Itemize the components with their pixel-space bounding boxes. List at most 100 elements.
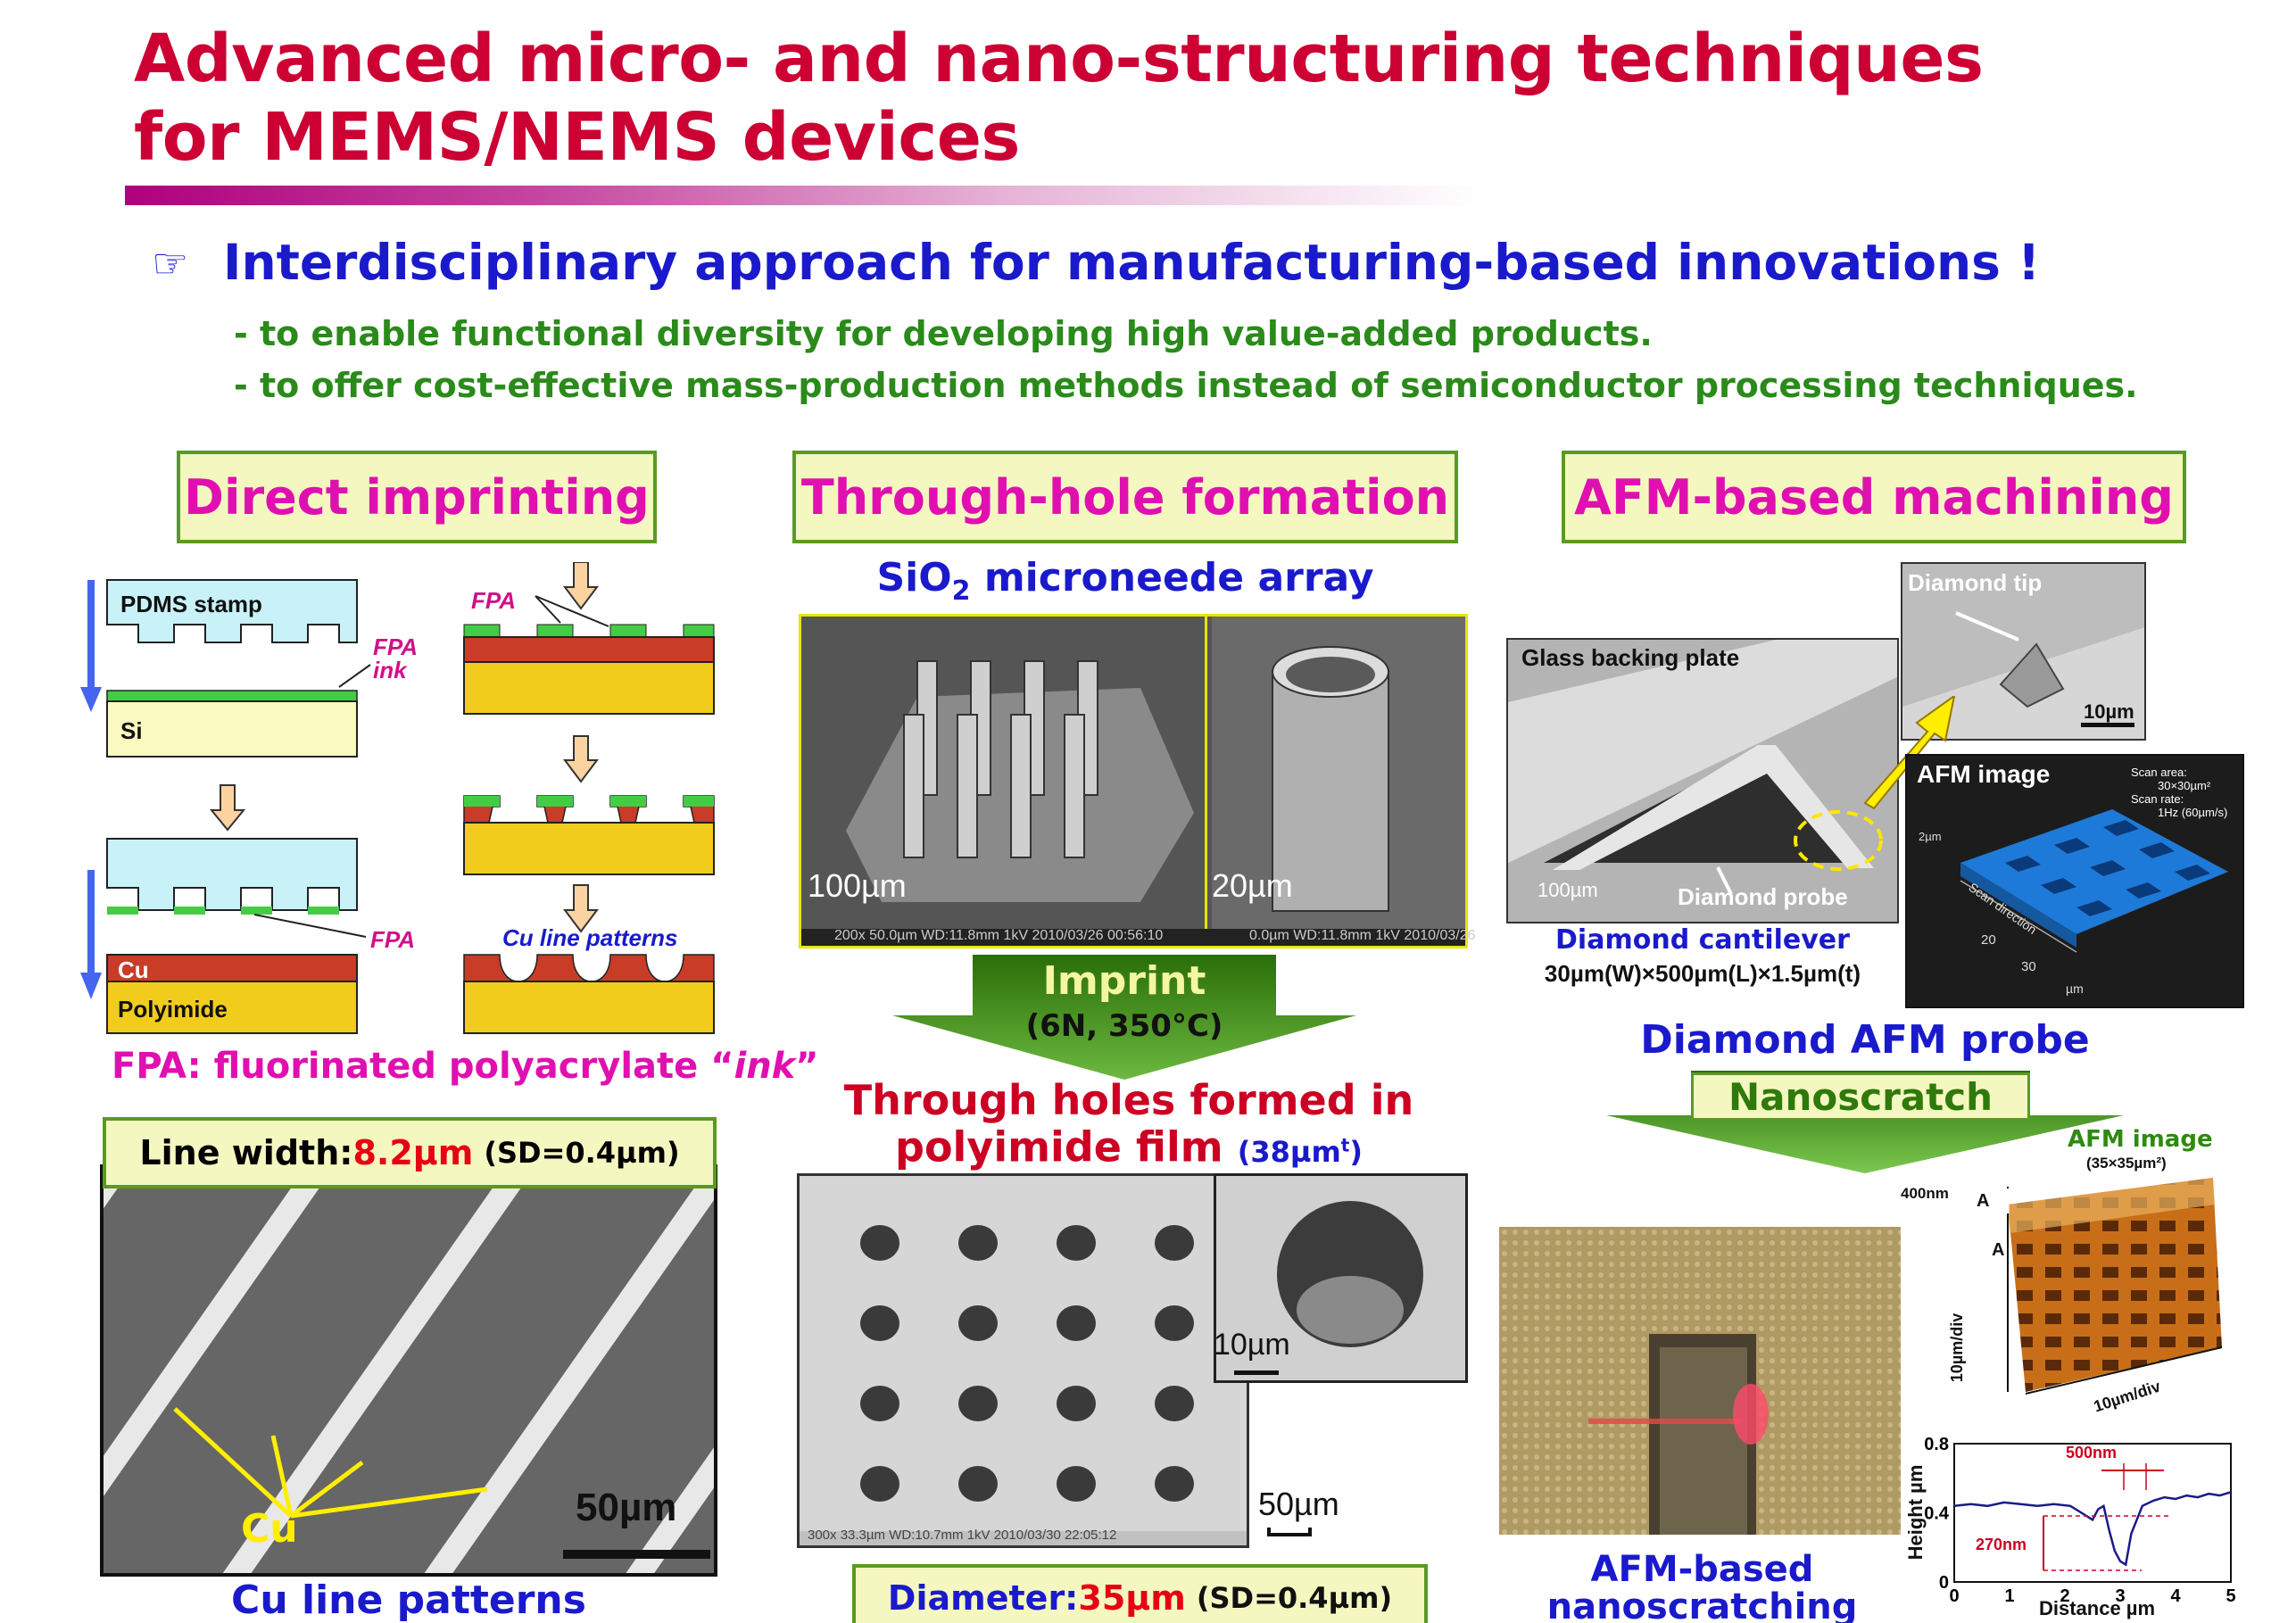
afm-div-y: 10µm/div <box>1948 1312 1967 1383</box>
nanoscratch-optical-image <box>1499 1227 1901 1535</box>
y-tick-label: 0 <box>1939 1573 1949 1593</box>
label-cu: Cu <box>118 956 149 983</box>
afm-400nm: 400nm <box>1901 1185 1949 1202</box>
x-tick-label: 0 <box>1949 1586 1959 1606</box>
holes-scale-bar <box>1267 1528 1312 1536</box>
heading-through-hole: Through-hole formation <box>792 451 1458 543</box>
fpa-note: FPA: fluorinated polyacrylate “ink” <box>112 1046 819 1087</box>
afm-z-label: 2µm <box>1919 830 1942 843</box>
cantilever-sem-image <box>1506 638 1899 923</box>
microneedle-drawing <box>801 617 1465 946</box>
blue-arrow-down-1 <box>80 580 102 712</box>
x-tick-label: 4 <box>2170 1586 2181 1606</box>
polyimide-layer <box>106 981 358 1034</box>
chart-ylabel: Height µm <box>1904 1465 1927 1561</box>
line-width-box: Line width: 8.2µm (SD=0.4µm) <box>103 1117 717 1188</box>
process-arrow-top <box>563 562 599 610</box>
chart-plot-area <box>1953 1443 2232 1583</box>
y-tick-label: 0.8 <box>1924 1435 1949 1454</box>
afm-3d-drawing <box>1907 756 2242 1006</box>
cu-lines-sem-image <box>100 1164 717 1577</box>
cu-arrow-label: Cu <box>241 1506 298 1552</box>
cantilever-dims: 30µm(W)×500µm(L)×1.5µm(t) <box>1544 960 1861 987</box>
afm-marker-a2: A <box>1992 1240 2005 1260</box>
label-fpa-top: FPA <box>471 587 517 614</box>
through-holes-sem-image <box>797 1173 1249 1548</box>
cu-lines-drawing <box>104 1168 714 1573</box>
annot-270nm: 270nm <box>1976 1536 2027 1553</box>
nanoscratching-caption: AFM-based nanoscratching <box>1546 1549 1858 1623</box>
holes-scale: 50µm <box>1258 1486 1339 1522</box>
cantilever-drawing <box>1508 640 1897 922</box>
pointing-hand-icon: ☞ <box>152 239 189 287</box>
microneedle-title: SiO2 microneede array <box>876 555 1374 607</box>
label-fpa-bottom: FPA <box>370 926 416 953</box>
nanoscratch-label: Nanoscratch <box>1691 1072 2030 1121</box>
diamond-probe-label: Diamond probe <box>1678 883 1848 910</box>
process-arrow-1 <box>209 784 246 832</box>
afm-3d-image <box>1905 754 2244 1008</box>
glass-backing-label: Glass backing plate <box>1521 644 1740 671</box>
si-substrate <box>106 700 358 758</box>
microneedle-meta-left: 200x 50.0µm WD:11.8mm 1kV 2010/03/26 00:… <box>834 928 1164 943</box>
microneedle-sem-image <box>799 614 1468 948</box>
height-profile-line <box>1953 1491 2232 1567</box>
annot-500nm: 500nm <box>2066 1444 2117 1462</box>
imprint-params: (6N, 350°C) <box>1025 1008 1223 1044</box>
blue-arrow-down-2 <box>80 870 102 999</box>
afm-image2-title: AFM image <box>2068 1126 2213 1153</box>
height-profile-chart: 0 1 2 3 4 5 0 0.4 0.8 500nm 270nm Distance µm He… <box>1904 1435 2236 1619</box>
afm-image2-area: (35×35µm²) <box>2086 1155 2167 1172</box>
holes-meta: 300x 33.3µm WD:10.7mm 1kV 2010/03/30 22:… <box>808 1528 1117 1543</box>
label-polyimide: Polyimide <box>118 996 228 1023</box>
imprint-arrow <box>892 955 1356 1080</box>
hole-zoom-image <box>1214 1173 1468 1383</box>
hole-zoom-scale: 10µm <box>1214 1328 1290 1362</box>
label-cu-line-patterns: Cu line patterns <box>502 924 678 951</box>
afm-image-title: AFM image <box>1917 760 2051 788</box>
afm-scan-info: Scan area: 30×30µm² Scan rate: 1Hz (60µm… <box>2131 766 2228 819</box>
cantilever-caption: Diamond cantilever <box>1555 924 1850 956</box>
cantilever-scale: 100µm <box>1538 879 1598 901</box>
through-holes-title: Through holes formed in polyimide film (… <box>843 1076 1414 1172</box>
microneedle-scale-right: 20µm <box>1212 867 1293 904</box>
title-line-2: for MEMS/NEMS devices <box>134 99 1020 176</box>
label-pdms-stamp: PDMS stamp <box>120 591 262 617</box>
heading-afm-machining: AFM-based machining <box>1562 451 2186 543</box>
x-tick-label: 1 <box>2004 1586 2014 1606</box>
zoom-arrow <box>1863 696 1956 810</box>
afm-tick-30: 30 <box>2021 959 2036 974</box>
x-tick-label: 5 <box>2226 1586 2235 1606</box>
diamond-tip-scale: 10µm <box>2084 700 2134 723</box>
page-title: Advanced micro- and nano-structuring tec… <box>134 20 1984 177</box>
imprint-process-diagram <box>80 562 715 1034</box>
x-tick-label: 2 <box>2060 1586 2069 1606</box>
title-line-1: Advanced micro- and nano-structuring tec… <box>134 21 1984 97</box>
fpa-ink-layer <box>106 690 358 702</box>
y-tick-label: 0.4 <box>1924 1504 1950 1524</box>
afm-unit: µm <box>2066 981 2084 996</box>
through-holes-drawing <box>800 1176 1247 1545</box>
pdms-stamp-2 <box>106 838 358 911</box>
process-arrow-bottom <box>563 884 599 933</box>
chart-xlabel: Distance µm <box>2039 1597 2155 1619</box>
afm-tick-20: 20 <box>1981 932 1996 948</box>
x-tick-label: 3 <box>2115 1586 2125 1606</box>
label-si: Si <box>120 717 143 744</box>
pdms-stamp-1 <box>106 579 358 643</box>
imprint-label: Imprint <box>1042 958 1206 1004</box>
bullet-1: - to enable functional diversity for dev… <box>234 314 1653 353</box>
afm-marker-a1: A <box>1977 1191 1990 1211</box>
process-arrow-mid <box>563 735 599 783</box>
cu-image-scale: 50µm <box>576 1486 677 1529</box>
title-gradient-bar <box>125 186 1481 205</box>
cu-line-caption: Cu line patterns <box>231 1577 586 1623</box>
microneedle-meta-right: 0.0µm WD:11.8mm 1kV 2010/03/26 <box>1249 928 1476 943</box>
hole-zoom-drawing <box>1216 1176 1465 1380</box>
diamond-tip-label: Diamond tip <box>1908 569 2043 596</box>
nanoscratch-optical-drawing <box>1499 1227 1901 1535</box>
subtitle: Interdisciplinary approach for manufactu… <box>223 234 2041 291</box>
afm-nanoscratch-3d <box>2006 1178 2223 1395</box>
heading-direct-imprinting: Direct imprinting <box>177 451 657 543</box>
label-fpa-ink: FPA ink <box>373 633 419 683</box>
